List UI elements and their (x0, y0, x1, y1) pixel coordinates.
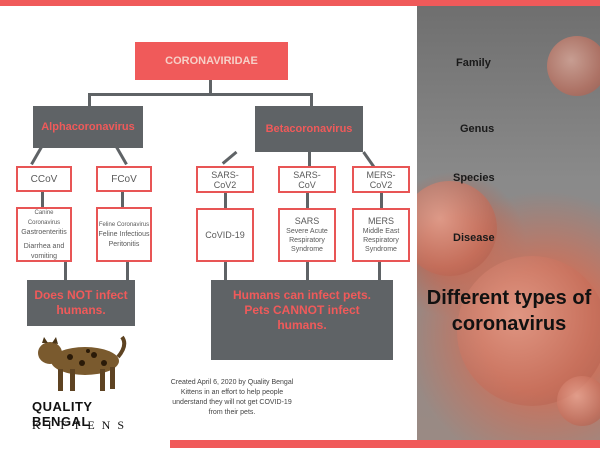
family-box: CORONAVIRIDAE (135, 42, 288, 80)
virus-particle-icon (417, 181, 497, 276)
disease-box-mers: MERS Middle East Respiratory Syndrome (352, 208, 410, 262)
virus-particle-icon (557, 376, 600, 426)
species-label: MERS-CoV2 (366, 169, 396, 190)
bottom-accent-bar (170, 440, 600, 448)
disease-box-sars: SARS Severe Acute Respiratory Syndrome (278, 208, 336, 262)
legend-species: Species (453, 172, 495, 184)
coronavirus-background-panel (417, 6, 600, 440)
disease-title: Feline Coronavirus (98, 221, 150, 228)
disease-title: Canine Coronavirus (27, 209, 61, 226)
connector (221, 150, 238, 165)
virus-particle-icon (547, 36, 600, 96)
species-box-sars-cov: SARS-CoV (278, 166, 336, 193)
connector (30, 146, 43, 166)
disease-box-ccov: Canine Coronavirus Gastroenteritis Diarr… (16, 207, 72, 262)
connector (209, 80, 212, 95)
connector (310, 93, 313, 106)
disease-line: Feline Infectious Peritonitis (98, 230, 150, 248)
legend-family: Family (456, 57, 491, 69)
legend-genus: Genus (460, 123, 495, 135)
legend-disease: Disease (453, 232, 495, 244)
connector (88, 93, 313, 96)
note-box-beta: Humans can infect pets. Pets CANNOT infe… (211, 280, 393, 360)
connector (306, 193, 309, 208)
disease-line: Middle East Respiratory Syndrome (362, 228, 400, 253)
species-label: SARS-CoV (293, 169, 321, 190)
species-box-fcov: FCoV (96, 166, 152, 192)
genus-label: Alphacoronavirus (41, 121, 135, 133)
genus-box-alpha: Alphacoronavirus (33, 106, 143, 148)
connector (306, 262, 309, 280)
note-text: Humans can infect pets. Pets CANNOT infe… (232, 288, 372, 332)
note-box-alpha: Does NOT infect humans. (27, 280, 135, 326)
disease-line: Gastroenteritis (21, 228, 67, 236)
disease-box-covid19: CoVID-19 (196, 208, 254, 262)
species-label: SARS-CoV2 (211, 169, 239, 190)
disease-line: MERS (367, 216, 394, 226)
disease-line: Severe Acute Respiratory Syndrome (286, 228, 328, 253)
connector (308, 152, 311, 166)
top-accent-bar (0, 0, 600, 6)
connector (224, 193, 227, 208)
disease-line: SARS (294, 216, 320, 226)
species-label: FCoV (111, 173, 137, 185)
connector (378, 262, 381, 280)
panel-heading: Different types of coronavirus (426, 287, 592, 335)
bengal-cat-logo-icon (30, 335, 130, 395)
genus-label: Betacoronavirus (265, 123, 353, 135)
connector (64, 262, 67, 280)
credit-text: Created April 6, 2020 by Quality Bengal … (170, 379, 294, 416)
species-box-ccov: CCoV (16, 166, 72, 192)
species-label: CCoV (30, 173, 58, 185)
connector (88, 93, 91, 106)
disease-box-fcov: Feline Coronavirus Feline Infectious Per… (96, 207, 152, 262)
disease-line: CoVID-19 (205, 230, 245, 240)
species-box-sars-cov2: SARS-CoV2 (196, 166, 254, 193)
connector (224, 262, 227, 280)
logo-line-1: QUALITY BENGAL (32, 399, 93, 429)
connector (115, 146, 128, 166)
disease-line: Diarrhea and vomiting (23, 242, 65, 260)
connector (41, 192, 44, 207)
connector (126, 262, 129, 280)
note-text: Does NOT infect humans. (34, 288, 128, 317)
connector (121, 192, 124, 207)
connector (380, 193, 383, 208)
logo-line-2: KITTENS (32, 418, 131, 432)
genus-box-beta: Betacoronavirus (255, 106, 363, 152)
species-box-mers-cov2: MERS-CoV2 (352, 166, 410, 193)
